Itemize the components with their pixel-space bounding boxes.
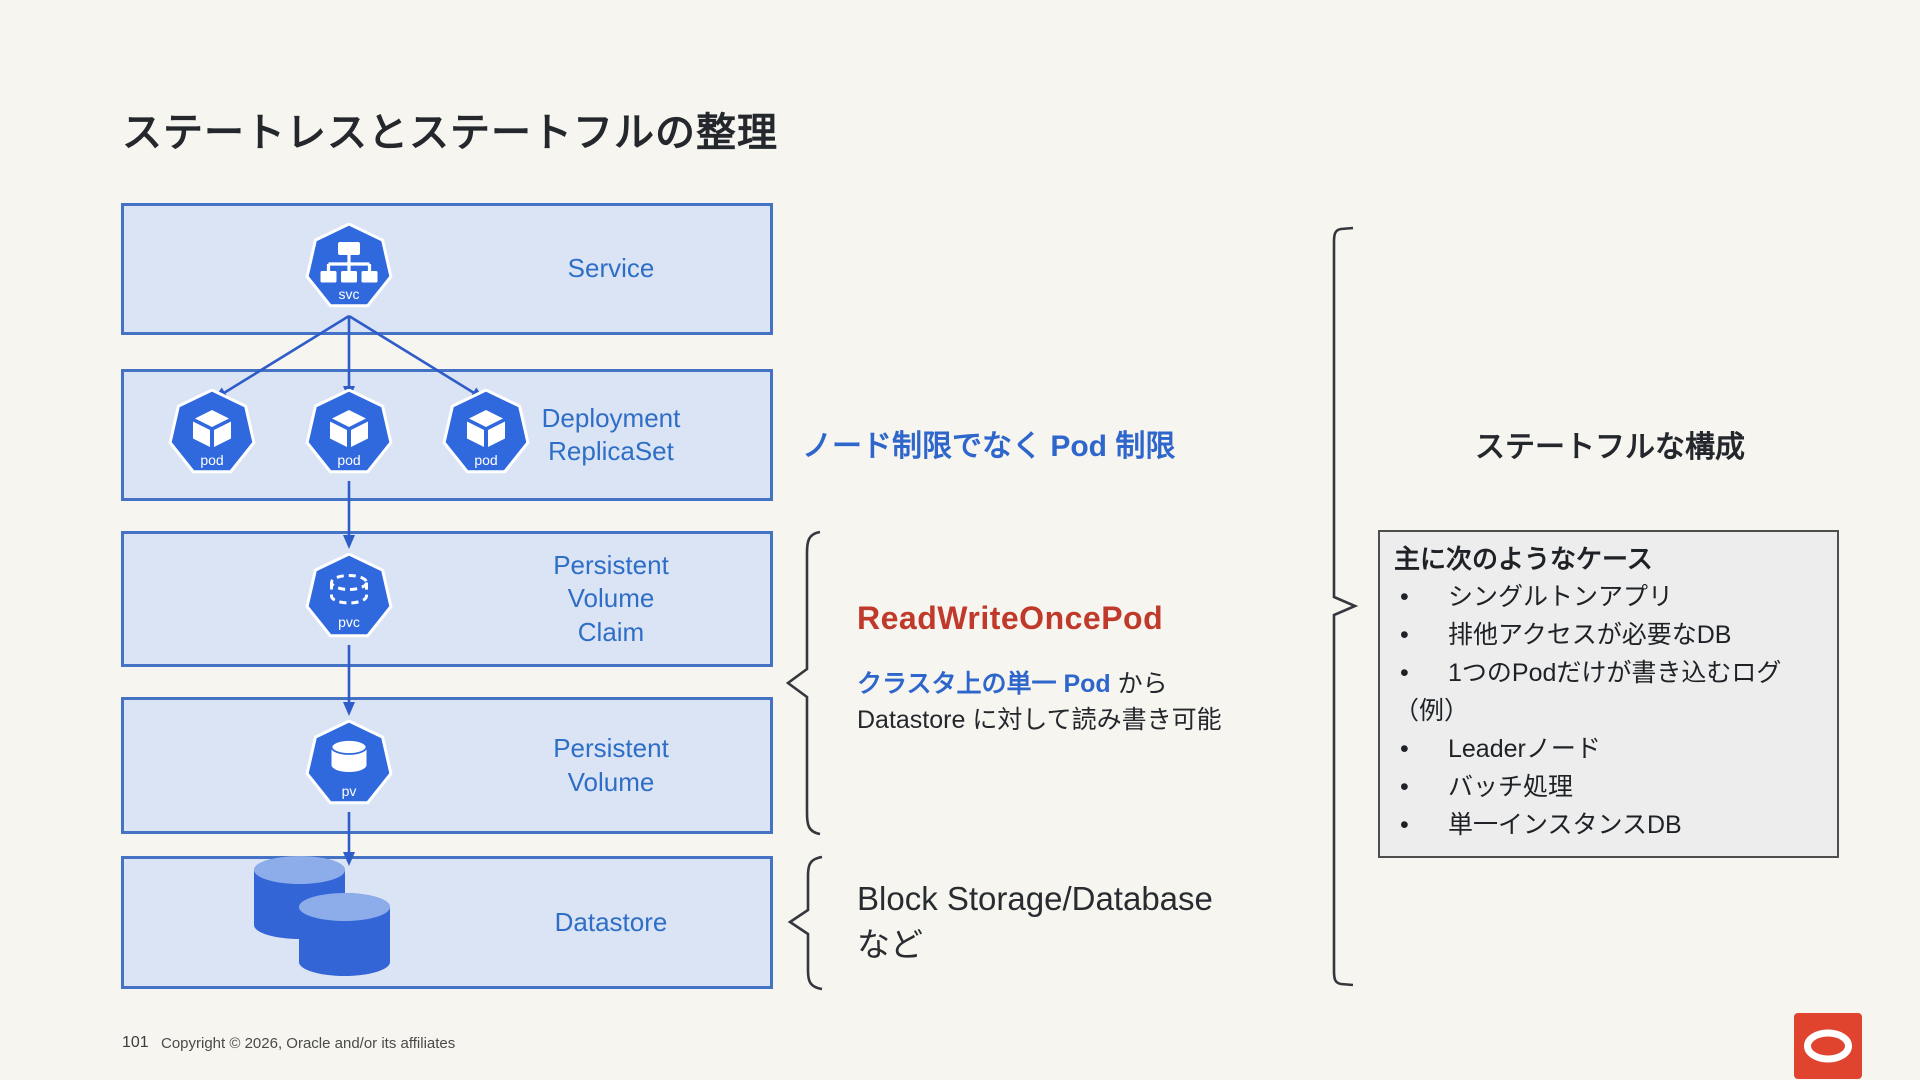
- pv-icon-caption: pv: [342, 783, 357, 799]
- case-item-text: バッチ処理: [1448, 773, 1574, 801]
- readwriteoncepod-title: ReadWriteOncePod: [857, 600, 1164, 636]
- list-item: • Leaderノード: [1394, 730, 1823, 768]
- readwriteoncepod-description: クラスタ上の単一 Pod から Datastore に対して読み書き可能: [857, 666, 1222, 738]
- datastore-box: Datastore: [121, 856, 773, 989]
- oracle-logo: [1794, 1013, 1862, 1079]
- bullet-icon: •: [1400, 811, 1409, 839]
- bullet-icon: •: [1400, 583, 1409, 611]
- kubernetes-service-icon: svc: [302, 222, 396, 318]
- service-box: Service: [121, 203, 773, 335]
- list-item: • シングルトンアプリ: [1394, 578, 1823, 616]
- block-storage-note: Block Storage/Database など: [857, 880, 1213, 963]
- list-item: • 1つのPodだけが書き込むログ: [1394, 654, 1823, 692]
- case-item-text: 排他アクセスが必要なDB: [1448, 621, 1732, 649]
- pod-limit-note: ノード制限でなく Pod 制限: [802, 430, 1176, 463]
- copyright-text: Copyright © 2026, Oracle and/or its affi…: [161, 1035, 456, 1052]
- case-item-text: 1つのPodだけが書き込むログ: [1448, 659, 1782, 687]
- pod-icon-caption: pod: [337, 452, 360, 468]
- service-box-label: Service: [567, 253, 655, 284]
- pvc-pv-brace: [785, 530, 821, 836]
- kubernetes-pod-icon: pod: [165, 388, 259, 484]
- bullet-icon: •: [1400, 773, 1409, 801]
- datastore-brace: [787, 855, 823, 991]
- persistent-volume-box: Persistent Volume: [121, 697, 773, 834]
- rwop-highlight-text: クラスタ上の単一 Pod: [857, 670, 1111, 698]
- bullet-icon: •: [1400, 659, 1409, 687]
- pod-icon-caption: pod: [474, 452, 497, 468]
- kubernetes-pod-icon: pod: [439, 388, 533, 484]
- rwop-description-line2: Datastore に対して読み書き可能: [857, 706, 1222, 734]
- database-cylinders-icon: [252, 855, 402, 982]
- kubernetes-pvc-icon: pvc: [302, 552, 396, 648]
- persistent-volume-box-label: Persistent Volume: [553, 733, 669, 797]
- datastore-box-label: Datastore: [554, 906, 668, 937]
- stateful-heading: ステートフルな構成: [1475, 431, 1745, 464]
- persistent-volume-claim-box-label: Persistent Volume Claim: [553, 550, 669, 647]
- list-item: • 単一インスタンスDB: [1394, 806, 1823, 844]
- rwop-rest-text: から: [1110, 670, 1168, 698]
- kubernetes-pod-icon: pod: [302, 388, 396, 484]
- pod-icon-caption: pod: [200, 452, 223, 468]
- page-title: ステートレスとステートフルの整理: [122, 111, 778, 155]
- stateful-bracket: [1332, 226, 1359, 987]
- persistent-volume-claim-box: Persistent Volume Claim: [121, 531, 773, 667]
- deployment-replicaset-box-label: Deployment ReplicaSet: [541, 402, 681, 466]
- rwop-description-line1: クラスタ上の単一 Pod から: [857, 666, 1222, 702]
- bullet-icon: •: [1400, 621, 1409, 649]
- pvc-icon-caption: pvc: [338, 614, 360, 630]
- kubernetes-pv-icon: pv: [302, 719, 396, 815]
- list-item: • 排他アクセスが必要なDB: [1394, 616, 1823, 654]
- oracle-o-icon: [1804, 1029, 1852, 1063]
- page-number: 101: [122, 1034, 149, 1051]
- list-item: • バッチ処理: [1394, 768, 1823, 806]
- bullet-icon: •: [1400, 735, 1409, 763]
- case-example-label: （例）: [1394, 697, 1470, 725]
- svc-icon-caption: svc: [339, 286, 360, 302]
- case-box-title: 主に次のようなケース: [1394, 544, 1653, 574]
- case-item-text: 単一インスタンスDB: [1448, 811, 1682, 839]
- case-item-text: Leaderノード: [1448, 735, 1601, 763]
- case-item-text: シングルトンアプリ: [1448, 583, 1674, 611]
- stateful-case-box: 主に次のようなケース • シングルトンアプリ • 排他アクセスが必要なDB • …: [1378, 530, 1839, 858]
